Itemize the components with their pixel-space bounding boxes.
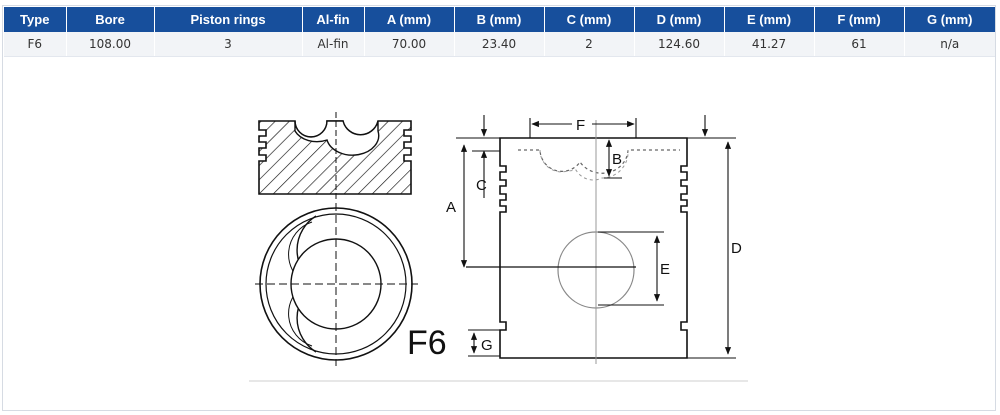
piston-diagram: F6 A C F B E D G	[249, 112, 748, 382]
header-e: E (mm)	[724, 7, 815, 32]
dim-label-a: A	[446, 199, 456, 216]
header-bore: Bore	[66, 7, 155, 32]
dim-label-b: B	[612, 151, 622, 168]
model-label: F6	[407, 324, 447, 362]
content-frame	[2, 5, 996, 411]
cell-c: 2	[544, 32, 635, 57]
cell-type: F6	[4, 32, 67, 57]
table-header-row: Type Bore Piston rings Al-fin A (mm) B (…	[4, 7, 995, 32]
piston-top-view	[255, 203, 418, 366]
header-a: A (mm)	[364, 7, 455, 32]
cell-b: 23.40	[454, 32, 545, 57]
cell-d: 124.60	[634, 32, 725, 57]
cell-bore: 108.00	[66, 32, 155, 57]
header-g: G (mm)	[904, 7, 995, 32]
dimension-lines	[456, 115, 736, 359]
cell-al-fin: Al-fin	[302, 32, 365, 57]
header-b: B (mm)	[454, 7, 545, 32]
header-f: F (mm)	[814, 7, 905, 32]
dim-label-d: D	[731, 240, 742, 257]
piston-spec-table: Type Bore Piston rings Al-fin A (mm) B (…	[4, 7, 995, 57]
dim-label-g: G	[481, 337, 493, 354]
header-c: C (mm)	[544, 7, 635, 32]
piston-section-view	[258, 112, 412, 200]
cell-g: n/a	[904, 32, 995, 57]
table-row: F6 108.00 3 Al-fin 70.00 23.40 2 124.60 …	[4, 32, 995, 57]
piston-side-view	[466, 120, 688, 364]
header-type: Type	[4, 7, 67, 32]
dim-label-f: F	[576, 117, 585, 134]
header-piston-rings: Piston rings	[154, 7, 303, 32]
dim-label-e: E	[660, 261, 670, 278]
cell-a: 70.00	[364, 32, 455, 57]
header-al-fin: Al-fin	[302, 7, 365, 32]
dim-label-c: C	[476, 177, 487, 194]
cell-f: 61	[814, 32, 905, 57]
cell-piston-rings: 3	[154, 32, 303, 57]
header-d: D (mm)	[634, 7, 725, 32]
cell-e: 41.27	[724, 32, 815, 57]
